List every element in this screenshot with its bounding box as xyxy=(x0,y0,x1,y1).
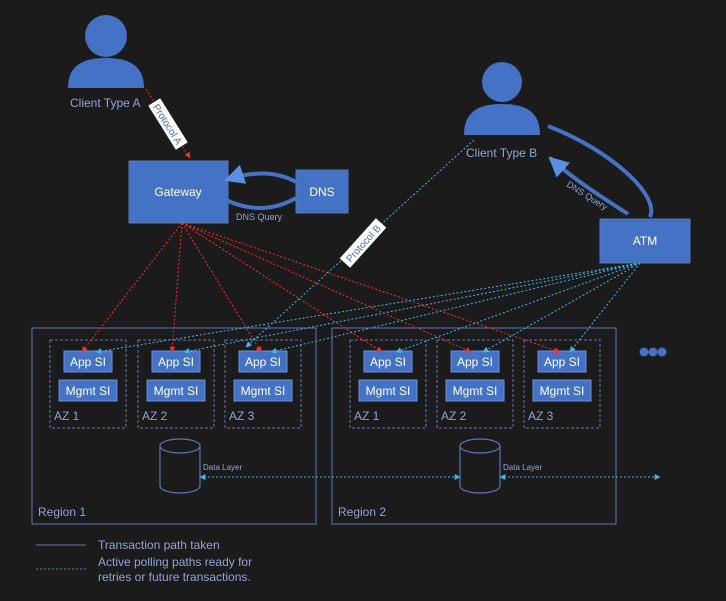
mgmt-si-label: Mgmt SI xyxy=(154,384,199,398)
gateway-label: Gateway xyxy=(154,185,201,199)
availability-zone: App SI Mgmt SI AZ 2 xyxy=(436,339,514,429)
app-si-node[interactable] xyxy=(450,350,500,373)
az-label: AZ 1 xyxy=(354,409,380,423)
client-type-a-label: Client Type A xyxy=(70,96,141,110)
client-type-a-icon xyxy=(68,15,144,88)
gateway-path-line xyxy=(181,222,561,354)
gateway-path-line xyxy=(81,222,183,353)
app-si-label: App SI xyxy=(544,355,580,369)
mgmt-si-label: Mgmt SI xyxy=(540,384,585,398)
atm-path-line xyxy=(183,262,641,354)
mgmt-si-node[interactable] xyxy=(146,379,206,402)
data-layer-label: Data Layer xyxy=(503,463,542,472)
legend-dotted-label-2: retries or future transactions. xyxy=(98,570,251,584)
az-label: AZ 2 xyxy=(441,409,467,423)
mgmt-si-node[interactable] xyxy=(532,379,592,402)
client-type-b-label: Client Type B xyxy=(466,146,537,160)
gateway-path-line xyxy=(181,222,472,353)
az-label: AZ 2 xyxy=(142,409,168,423)
availability-zone: App SI Mgmt SI AZ 2 xyxy=(137,339,215,429)
atm-path-line xyxy=(569,262,641,353)
dns-query-gateway-label: DNS Query xyxy=(236,212,283,222)
mgmt-si-label: Mgmt SI xyxy=(453,384,498,398)
legend-dotted-label-1: Active polling paths ready for xyxy=(98,555,252,569)
database-icon xyxy=(159,438,201,494)
mgmt-si-node[interactable] xyxy=(233,379,293,402)
mgmt-si-label: Mgmt SI xyxy=(366,384,411,398)
database-icon xyxy=(459,438,501,494)
mgmt-si-node[interactable] xyxy=(58,379,118,402)
gateway-path-line xyxy=(169,222,183,353)
availability-zone: App SI Mgmt SI AZ 3 xyxy=(523,339,601,429)
atm-path-line xyxy=(270,262,641,354)
mgmt-si-node[interactable] xyxy=(358,379,418,402)
app-si-node[interactable] xyxy=(151,350,201,373)
client-type-b-icon xyxy=(464,62,540,135)
gateway-node[interactable] xyxy=(128,160,229,224)
az-label: AZ 3 xyxy=(528,409,554,423)
availability-zone: App SI Mgmt SI AZ 1 xyxy=(349,339,427,429)
app-si-label: App SI xyxy=(245,355,281,369)
dns-query-gateway-loop xyxy=(224,164,297,184)
data-layer-label: Data Layer xyxy=(203,463,242,472)
atm-paths xyxy=(95,262,641,355)
region-1-label: Region 1 xyxy=(38,505,86,519)
app-si-label: App SI xyxy=(370,355,406,369)
dns-label: DNS xyxy=(309,185,334,199)
svg-text:Protocol B: Protocol B xyxy=(345,223,384,265)
app-si-node[interactable] xyxy=(363,350,413,373)
atm-node[interactable] xyxy=(599,218,691,264)
app-si-label: App SI xyxy=(457,355,493,369)
atm-path-line xyxy=(395,262,641,353)
az-label: AZ 3 xyxy=(229,409,255,423)
availability-zone: App SI Mgmt SI AZ 3 xyxy=(224,339,302,429)
app-si-node[interactable] xyxy=(238,350,288,373)
gateway-path-line xyxy=(181,222,262,353)
legend-solid-label: Transaction path taken xyxy=(98,538,220,552)
atm-label: ATM xyxy=(633,234,657,248)
app-si-label: App SI xyxy=(70,355,106,369)
app-si-node[interactable] xyxy=(537,350,587,373)
region-2-frame xyxy=(331,327,617,525)
dns-node[interactable] xyxy=(295,169,349,214)
mgmt-si-label: Mgmt SI xyxy=(241,384,286,398)
more-regions-ellipsis-icon xyxy=(639,347,667,357)
app-si-label: App SI xyxy=(158,355,194,369)
region-2-label: Region 2 xyxy=(338,505,386,519)
mgmt-si-node[interactable] xyxy=(445,379,505,402)
gateway-paths xyxy=(81,222,561,354)
protocol-a-tag: Protocol A xyxy=(148,98,188,150)
mgmt-si-label: Mgmt SI xyxy=(66,384,111,398)
availability-zone: App SI Mgmt SI AZ 1 xyxy=(49,339,127,429)
dns-query-atm-loop xyxy=(547,124,654,218)
protocol-b-tag: Protocol B xyxy=(339,218,387,268)
az-label: AZ 1 xyxy=(54,409,80,423)
app-si-node[interactable] xyxy=(63,350,113,373)
